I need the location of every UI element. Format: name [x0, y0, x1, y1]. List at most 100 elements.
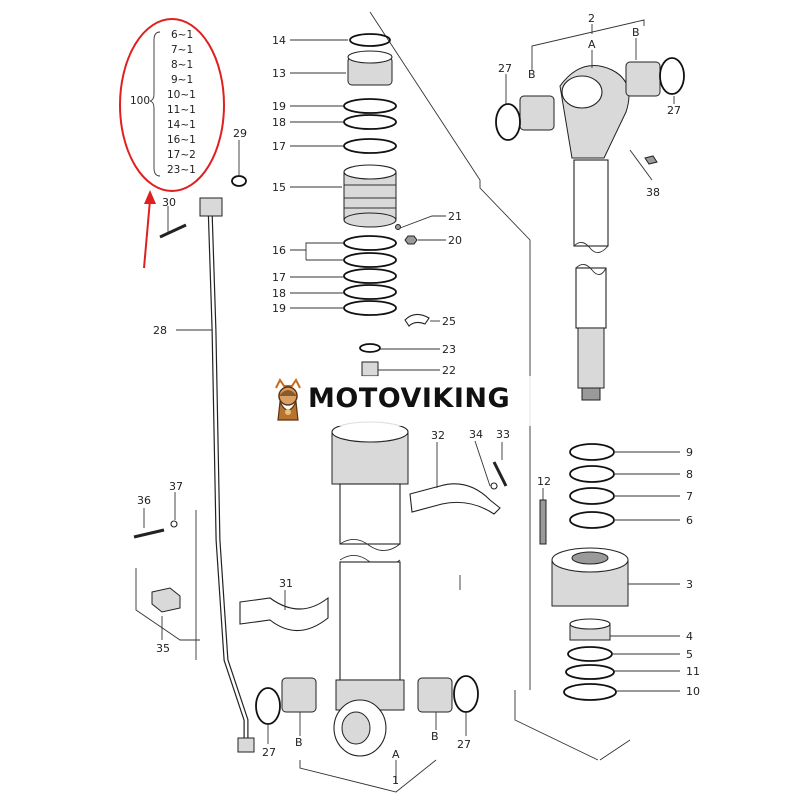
- label-35: 35: [156, 642, 170, 655]
- label-23: 23: [442, 343, 456, 356]
- nut-22: [361, 361, 379, 377]
- ring-17: [343, 138, 397, 154]
- kit-item: 11~1: [167, 104, 196, 116]
- label-18b: 18: [272, 287, 286, 300]
- viking-logo-icon: [275, 378, 301, 421]
- label-8: 8: [686, 468, 693, 481]
- ring-11: [565, 664, 615, 680]
- bracket-35: [151, 587, 181, 613]
- label-17b: 17: [272, 271, 286, 284]
- label-30: 30: [162, 196, 176, 209]
- explode-line: [514, 690, 599, 761]
- rod-upper: [573, 159, 609, 247]
- bushing-B-rod-left: [519, 95, 555, 131]
- ring-19: [343, 98, 397, 114]
- kit-item: 6~1: [171, 29, 193, 41]
- label-20: 20: [448, 234, 462, 247]
- label-27-bottom-left: 27: [262, 746, 276, 759]
- label-18: 18: [272, 116, 286, 129]
- label-A-bottom: A: [392, 748, 400, 761]
- highlight-arrow: [143, 199, 151, 269]
- ring-18: [343, 114, 397, 130]
- label-2: 2: [588, 12, 595, 25]
- pipe-28: [207, 205, 249, 740]
- label-29: 29: [233, 127, 247, 140]
- clamp-31: [239, 596, 329, 632]
- label-14: 14: [272, 34, 286, 47]
- highlight-arrowhead: [144, 190, 156, 204]
- watermark-text: MOTOVIKING: [308, 383, 511, 414]
- clamp-32: [409, 483, 501, 515]
- label-3: 3: [686, 578, 693, 591]
- label-12: 12: [537, 475, 551, 488]
- rod-lower: [575, 267, 607, 329]
- ring-14: [349, 33, 391, 47]
- kit-item: 17~2: [167, 149, 196, 161]
- seal-27-right: [453, 675, 479, 713]
- kit-item: 8~1: [171, 59, 193, 71]
- ring-7: [569, 487, 615, 505]
- bolt-36: [133, 528, 165, 539]
- label-15: 15: [272, 181, 286, 194]
- seal-27-rod-left: [495, 103, 521, 141]
- explode-line: [369, 11, 531, 250]
- seal-27-left: [255, 687, 281, 725]
- ring-9: [569, 443, 615, 461]
- label-37: 37: [169, 480, 183, 493]
- label-A-top: A: [588, 38, 596, 51]
- label-B-top-right: B: [632, 26, 640, 39]
- piston-15: [343, 171, 397, 221]
- label-38: 38: [646, 186, 660, 199]
- kit-highlight-oval: [119, 18, 225, 192]
- label-7: 7: [686, 490, 693, 503]
- pipe-fitting-top: [199, 197, 223, 217]
- ring-6: [569, 511, 615, 529]
- label-B-top-left: B: [528, 68, 536, 81]
- kit-item: 16~1: [167, 134, 196, 146]
- explode-line: [599, 739, 631, 761]
- label-10: 10: [686, 685, 700, 698]
- oring-29: [231, 175, 247, 187]
- bushing-B-left: [281, 677, 317, 713]
- ball-21: [395, 224, 401, 230]
- label-19b: 19: [272, 302, 286, 315]
- grease-fitting-38: [644, 155, 658, 165]
- bolt-33: [492, 461, 508, 487]
- ring-16: [343, 235, 397, 251]
- label-B-bottom-right: B: [431, 730, 439, 743]
- label-34: 34: [469, 428, 483, 441]
- kit-item: 10~1: [167, 89, 196, 101]
- label-9: 9: [686, 446, 693, 459]
- kit-item: 23~1: [167, 164, 196, 176]
- label-27-bottom-right: 27: [457, 738, 471, 751]
- label-32: 32: [431, 429, 445, 442]
- bushing-B-right: [417, 677, 453, 713]
- label-4: 4: [686, 630, 693, 643]
- label-6: 6: [686, 514, 693, 527]
- washer-37: [170, 520, 178, 528]
- washer-34: [490, 482, 498, 490]
- label-28: 28: [153, 324, 167, 337]
- label-27-top-left: 27: [498, 62, 512, 75]
- label-19: 19: [272, 100, 286, 113]
- explode-line: [135, 568, 200, 641]
- kit-brace: [149, 31, 161, 177]
- ring-8: [569, 465, 615, 483]
- ring-5: [567, 646, 613, 662]
- ring-18b: [343, 284, 397, 300]
- label-27-top-right: 27: [667, 104, 681, 117]
- seal-27-rod-right: [659, 57, 685, 95]
- ring-23: [359, 343, 381, 353]
- watermark-banner: [262, 376, 534, 426]
- bolt-30: [159, 223, 187, 239]
- cylinder-tube-lower: [339, 561, 401, 681]
- bolt-12: [539, 499, 547, 545]
- label-5: 5: [686, 648, 693, 661]
- screw-20: [404, 235, 418, 245]
- label-36: 36: [137, 494, 151, 507]
- label-13: 13: [272, 67, 286, 80]
- rod-thread: [577, 327, 605, 389]
- label-22: 22: [442, 364, 456, 377]
